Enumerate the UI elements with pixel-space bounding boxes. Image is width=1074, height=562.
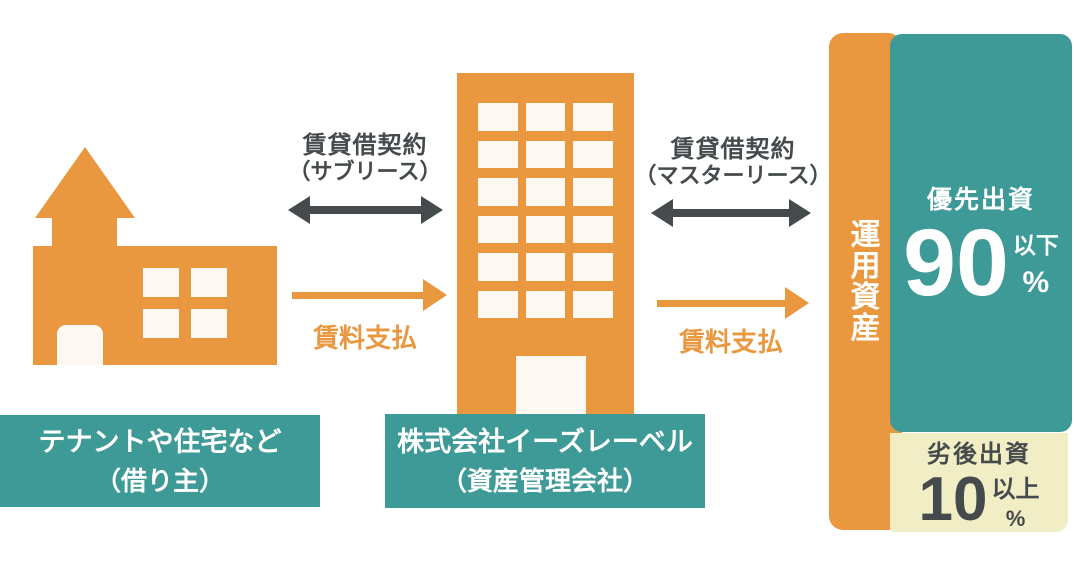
company-label-line2: （資産管理会社）: [440, 466, 649, 496]
building-window-pane: [573, 253, 613, 281]
building-window-pane: [573, 215, 613, 243]
arrow-shaft: [673, 209, 789, 217]
building-window-pane: [573, 103, 613, 131]
arrow-head-left-icon: [651, 199, 673, 227]
building-window-pane: [478, 178, 518, 206]
sublease-contract-line1: 賃貸借契約: [302, 132, 428, 159]
house-tower-icon: [52, 216, 117, 248]
rent-payment-arrow-right-icon: [657, 287, 809, 319]
building-door-icon: [516, 356, 586, 414]
arrow-shaft: [292, 291, 423, 299]
house-window-pane: [143, 309, 179, 338]
building-window-pane: [525, 290, 566, 318]
tenant-label-line1: テナントや住宅など: [38, 427, 282, 457]
office-building-icon: [457, 73, 634, 414]
building-window-pane: [573, 290, 613, 318]
senior-investment-title: 優先出資: [926, 185, 1035, 214]
company-label-line1: 株式会社イーズレーベル: [397, 427, 693, 457]
company-label: 株式会社イーズレーベル （資産管理会社）: [385, 414, 705, 508]
building-window-pane: [525, 178, 566, 206]
arrow-head-right-icon: [785, 287, 809, 319]
senior-investment-box: 優先出資 90 以下 %: [890, 34, 1072, 432]
building-window-pane: [573, 140, 613, 168]
subordinated-investment-qualifier: 以上: [991, 475, 1040, 503]
senior-investment-value-row: 90 以下 %: [903, 209, 1059, 316]
senior-investment-unit: %: [1022, 266, 1050, 299]
senior-investment-value: 90: [903, 209, 1009, 316]
subordinated-investment-value-row: 10 以上 %: [918, 464, 1040, 534]
tenant-label-line2: （借り主）: [94, 466, 225, 496]
house-roof-icon: [35, 147, 135, 218]
arrow-head-right-icon: [421, 196, 443, 224]
rent-payment-arrow-left-icon: [292, 279, 447, 311]
sublease-double-arrow-icon: [288, 196, 443, 224]
tenant-label: テナントや住宅など （借り主）: [0, 415, 320, 507]
house-window-pane: [191, 309, 227, 338]
operating-assets-char: 運: [850, 218, 881, 252]
building-window-pane: [478, 103, 518, 131]
building-window-pane: [478, 253, 518, 281]
arrow-head-left-icon: [288, 196, 310, 224]
building-window-pane: [478, 140, 518, 168]
rent-payment-label-left: 賃料支払: [312, 323, 417, 353]
rent-payment-label-right: 賃料支払: [678, 327, 783, 357]
building-window-pane: [478, 215, 518, 243]
masterlease-double-arrow-icon: [651, 199, 811, 227]
building-window-pane: [573, 178, 613, 206]
subordinated-investment-box: 劣後出資 10 以上 %: [890, 433, 1068, 532]
sublease-contract-line2: （サブリース）: [288, 159, 442, 184]
masterlease-contract-line1: 賃貸借契約: [670, 136, 796, 163]
operating-assets-char: 産: [850, 311, 881, 345]
building-window-pane: [525, 140, 566, 168]
house-window-icon: [143, 268, 227, 338]
operating-assets-bar: 運 用 資 産: [829, 33, 902, 530]
building-window-pane: [525, 103, 566, 131]
subordinated-investment-unit: %: [1005, 505, 1026, 531]
arrow-head-right-icon: [423, 279, 447, 311]
masterlease-contract-label: 賃貸借契約 （マスターリース）: [623, 136, 843, 189]
senior-investment-qualifier: 以下: [1012, 232, 1059, 258]
house-door-icon: [57, 325, 103, 365]
arrow-shaft: [657, 299, 785, 307]
building-window-pane: [525, 215, 566, 243]
house-window-pane: [143, 268, 179, 297]
subordinated-investment-title: 劣後出資: [927, 440, 1031, 468]
sublease-contract-label: 賃貸借契約 （サブリース）: [255, 132, 475, 185]
arrow-head-right-icon: [789, 199, 811, 227]
subordinated-investment-value: 10: [918, 464, 988, 534]
house-window-pane: [191, 268, 227, 297]
operating-assets-char: 資: [850, 280, 881, 314]
building-window-pane: [478, 290, 518, 318]
building-window-pane: [525, 253, 566, 281]
building-windows-icon: [478, 103, 613, 318]
masterlease-contract-line2: （マスターリース）: [634, 163, 832, 188]
operating-assets-char: 用: [850, 249, 881, 283]
arrow-shaft: [310, 206, 421, 214]
